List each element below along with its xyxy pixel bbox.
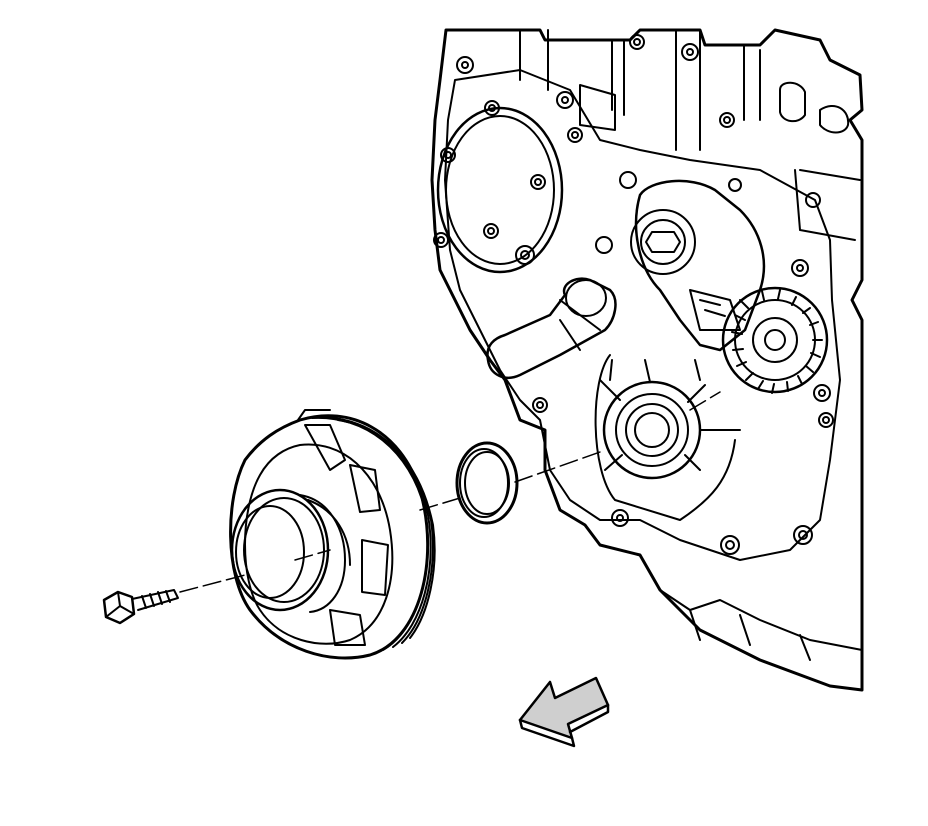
front-direction-arrow-icon xyxy=(518,676,610,748)
engine-front-cover xyxy=(430,28,864,692)
crankshaft-balancer xyxy=(229,409,436,660)
front-seal xyxy=(455,441,519,525)
assembly-centerline xyxy=(179,391,721,593)
balancer-bolt xyxy=(102,589,179,625)
